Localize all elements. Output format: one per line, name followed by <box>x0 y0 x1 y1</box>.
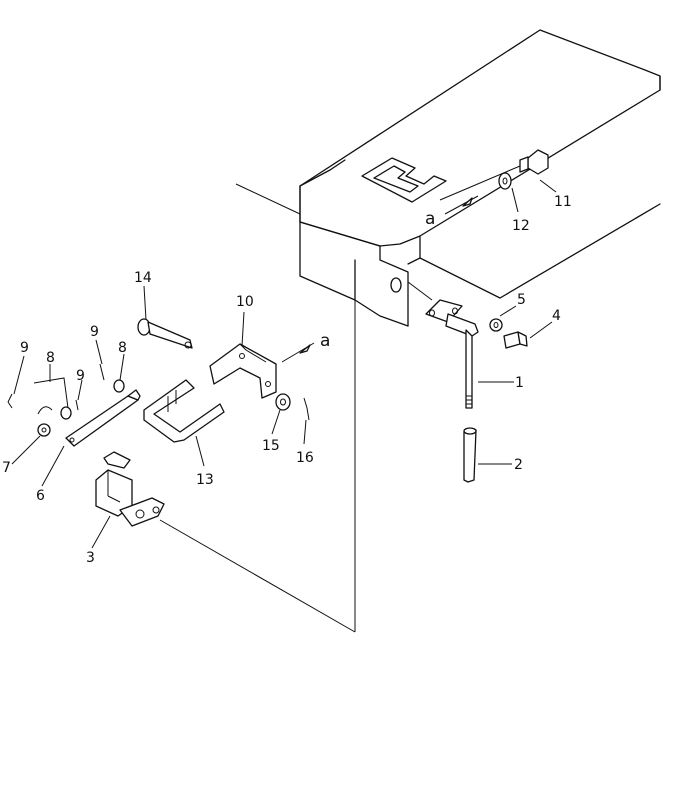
label-10: 10 <box>236 294 254 310</box>
label-5: 5 <box>517 292 526 308</box>
leader-lines <box>11 179 557 549</box>
label-7: 7 <box>2 460 11 476</box>
part-3-bracket-assembly <box>95 451 356 633</box>
part-11-bolt <box>439 149 549 201</box>
label-4: 4 <box>552 308 561 324</box>
ref-a-top: a <box>425 209 435 229</box>
part-number-labels: 1 2 3 4 5 6 7 8 8 9 9 9 10 11 12 13 14 1… <box>2 194 572 566</box>
label-13: 13 <box>196 472 214 488</box>
label-6: 6 <box>36 488 45 504</box>
part-13-channel <box>143 379 225 443</box>
main-frame <box>235 29 661 632</box>
label-11: 11 <box>554 194 572 210</box>
label-14: 14 <box>134 270 152 286</box>
part-4-bolt <box>503 331 528 349</box>
part-10-bracket <box>209 343 277 399</box>
label-12: 12 <box>512 218 530 234</box>
part-16-cotter-pin <box>303 397 310 421</box>
part-12-washer <box>498 172 512 190</box>
reference-arrow-top: a <box>425 195 479 229</box>
label-16: 16 <box>296 450 314 466</box>
label-2: 2 <box>514 457 523 473</box>
label-15: 15 <box>262 438 280 454</box>
label-3: 3 <box>86 550 95 566</box>
label-1: 1 <box>515 375 524 391</box>
part-14-pin <box>137 318 193 349</box>
label-9-middle: 9 <box>90 324 99 340</box>
part-2-grip <box>463 427 477 483</box>
label-8-left: 8 <box>46 350 55 366</box>
part-15-washer <box>275 393 291 411</box>
label-9-left: 9 <box>20 340 29 356</box>
part-8-washers <box>33 377 125 420</box>
part-5-washer <box>489 318 503 332</box>
ref-a-middle: a <box>320 331 330 351</box>
part-1-lever <box>407 281 479 409</box>
label-8-right: 8 <box>118 340 127 356</box>
reference-arrow-middle: a <box>281 331 330 363</box>
part-6-link <box>65 389 141 447</box>
part-9-cotter-pins <box>7 363 105 411</box>
label-9-right: 9 <box>76 368 85 384</box>
part-7-washer <box>37 423 51 437</box>
